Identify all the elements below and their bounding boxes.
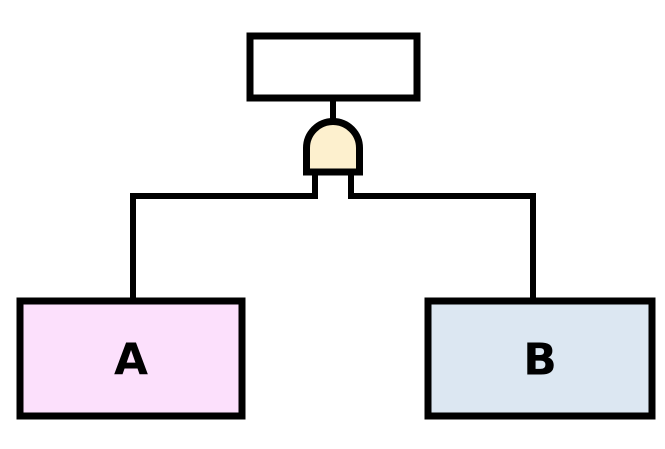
input-a-label: A [114, 335, 148, 386]
wire-layer [130, 98, 536, 303]
input-b-box-rect[interactable] [424, 297, 656, 420]
input-b-label: B [523, 335, 557, 386]
and-gate-shape[interactable] [303, 118, 363, 176]
node-input-a[interactable]: A [16, 297, 246, 420]
node-input-b[interactable]: B [424, 297, 656, 420]
output-box-rect[interactable] [246, 32, 421, 102]
node-output[interactable] [246, 32, 421, 102]
input-a-box-rect[interactable] [16, 297, 246, 420]
wire-gate-input-left [130, 172, 318, 303]
wire-gate-input-right [348, 172, 536, 303]
node-and-gate[interactable] [303, 118, 363, 176]
